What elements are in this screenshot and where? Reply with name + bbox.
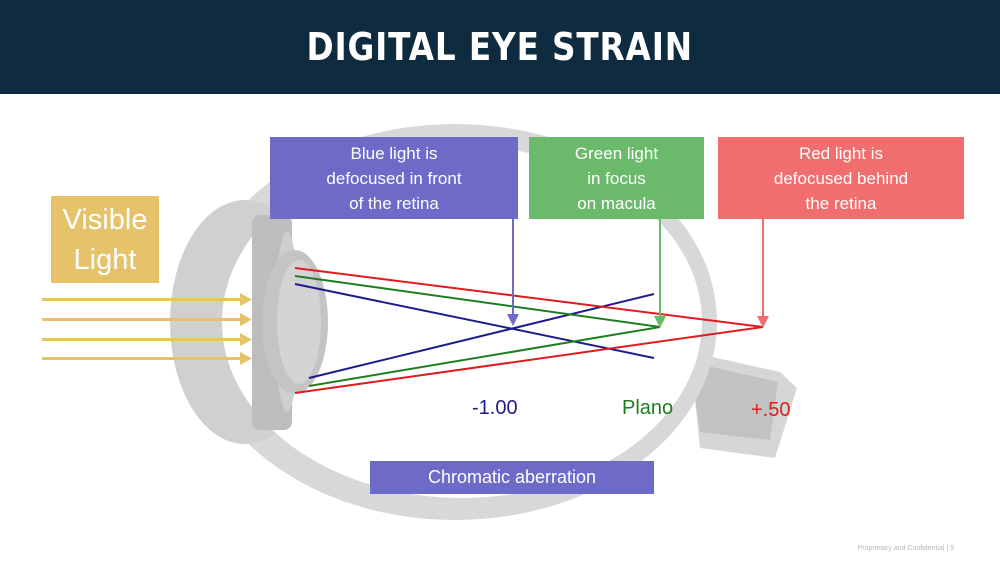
caption-bar: Chromatic aberration — [370, 461, 654, 494]
blue-value-label: -1.00 — [472, 397, 518, 419]
lens-highlight — [277, 260, 321, 384]
red-pointer — [757, 218, 769, 328]
header-bar: DIGITAL EYE STRAIN — [0, 0, 1000, 94]
green-rays — [294, 275, 661, 387]
red-light-box: Red light is defocused behind the retina — [718, 137, 964, 219]
green-pointer — [654, 218, 666, 328]
incoming-light-rays — [42, 293, 252, 365]
red-value-label: +.50 — [751, 399, 791, 421]
green-light-box: Green light in focus on macula — [529, 137, 704, 219]
optic-nerve-core — [690, 362, 778, 440]
footer-text: Proprietary and Confidential | 9 — [857, 545, 954, 552]
blue-pointer — [507, 218, 519, 326]
eyeball-inner — [222, 146, 702, 498]
page-title: DIGITAL EYE STRAIN — [306, 25, 694, 69]
visible-light-label: Visible Light — [51, 196, 159, 283]
blue-rays — [294, 283, 655, 379]
red-rays — [294, 267, 764, 394]
blue-light-box: Blue light is defocused in front of the … — [270, 137, 518, 219]
green-value-label: Plano — [622, 397, 674, 419]
